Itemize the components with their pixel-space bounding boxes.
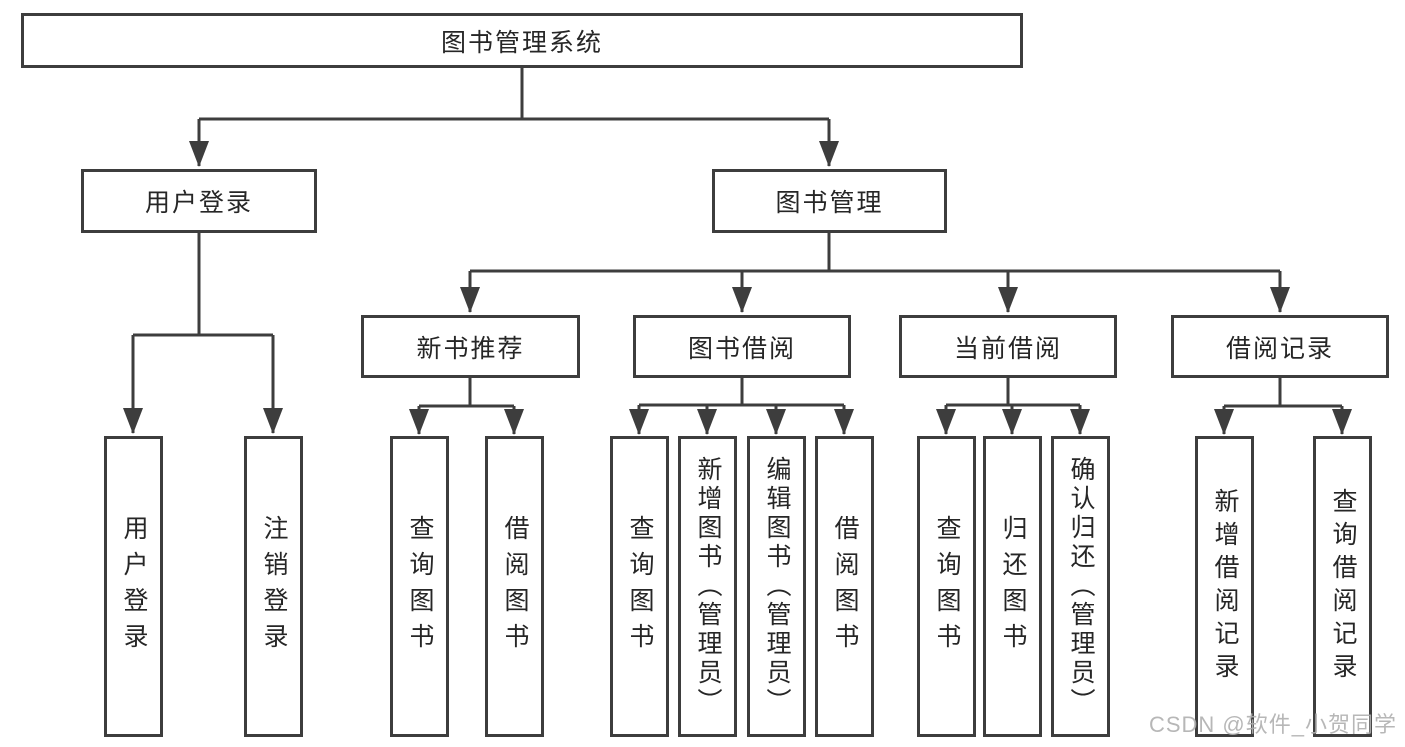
node-book-management: 图书管理 [712, 169, 947, 233]
node-current-borrow: 当前借阅 [899, 315, 1117, 378]
leaf-borrow-books-label: 借阅图书 [831, 514, 859, 659]
leaf-query-borrow-record: 查询借阅记录 [1313, 436, 1372, 737]
node-book-borrow-label: 图书借阅 [687, 334, 796, 363]
leaf-confirm-return-admin-label: 确认归还（管理员） [1067, 456, 1095, 717]
leaf-edit-book-admin: 编辑图书（管理员） [747, 436, 806, 737]
leaf-add-borrow-record-label: 新增借阅记录 [1211, 487, 1239, 686]
connector-current-borrow-trunk [946, 378, 1080, 407]
leaf-query-books-borrow: 查询图书 [610, 436, 669, 737]
leaf-return-book-label: 归还图书 [999, 514, 1027, 659]
node-current-borrow-label: 当前借阅 [953, 334, 1062, 363]
leaf-add-borrow-record: 新增借阅记录 [1195, 436, 1254, 737]
node-book-borrow: 图书借阅 [633, 315, 851, 378]
leaf-logout-label: 注销登录 [260, 514, 288, 659]
leaf-confirm-return-admin: 确认归还（管理员） [1051, 436, 1110, 737]
node-borrow-records: 借阅记录 [1171, 315, 1389, 378]
connector-new-book-trunk [419, 378, 514, 408]
watermark: CSDN @软件_小贺同学 [1148, 712, 1397, 737]
leaf-user-login-label: 用户登录 [120, 514, 148, 659]
node-root-label: 图书管理系统 [440, 28, 603, 57]
leaf-user-login: 用户登录 [104, 436, 163, 737]
leaf-borrow-books-recommend-label: 借阅图书 [501, 514, 529, 659]
node-book-management-label: 图书管理 [775, 189, 884, 217]
node-borrow-records-label: 借阅记录 [1225, 334, 1334, 363]
leaf-borrow-books-recommend: 借阅图书 [485, 436, 544, 737]
leaf-query-borrow-record-label: 查询借阅记录 [1329, 487, 1357, 686]
leaf-logout: 注销登录 [244, 436, 303, 737]
connector-user-login-trunk [133, 233, 273, 337]
leaf-query-books-recommend-label: 查询图书 [406, 514, 434, 659]
leaf-edit-book-admin-label: 编辑图书（管理员） [763, 456, 791, 717]
leaf-add-book-admin-label: 新增图书（管理员） [694, 456, 722, 717]
leaf-return-book: 归还图书 [983, 436, 1042, 737]
leaf-borrow-books: 借阅图书 [815, 436, 874, 737]
node-new-book-recommend: 新书推荐 [361, 315, 580, 378]
leaf-query-books-recommend: 查询图书 [390, 436, 449, 737]
leaf-add-book-admin: 新增图书（管理员） [678, 436, 737, 737]
connector-root-trunk [199, 68, 829, 121]
leaf-query-books-current: 查询图书 [917, 436, 976, 737]
connector-borrow-records-trunk [1224, 378, 1342, 408]
node-root: 图书管理系统 [21, 13, 1023, 68]
node-user-login: 用户登录 [81, 169, 317, 233]
connector-book-borrow-trunk [639, 378, 844, 407]
connector-book-management-trunk [470, 233, 1280, 273]
node-user-login-label: 用户登录 [144, 189, 253, 217]
leaf-query-books-borrow-label: 查询图书 [626, 514, 654, 659]
node-new-book-recommend-label: 新书推荐 [416, 334, 525, 363]
leaf-query-books-current-label: 查询图书 [933, 514, 961, 659]
